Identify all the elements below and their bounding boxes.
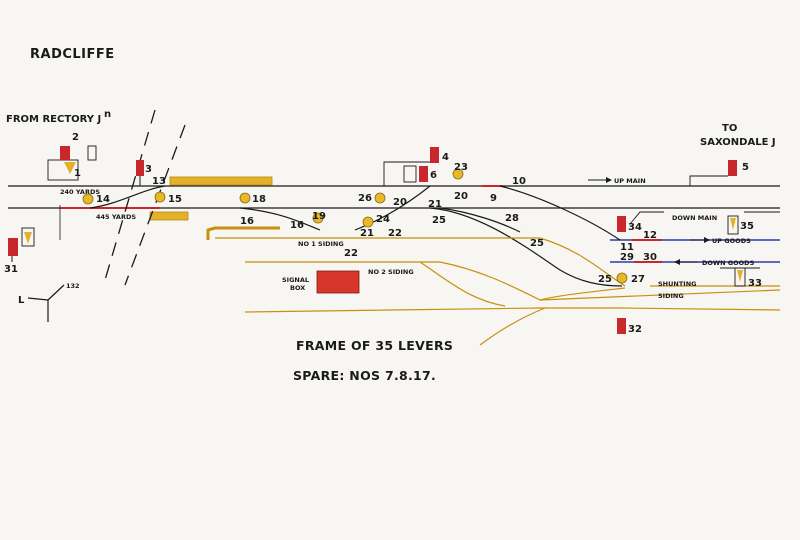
lever-15-label: 15 xyxy=(168,194,182,205)
lever-22b-label: 22 xyxy=(344,248,358,259)
lever-16-label: 16 xyxy=(240,216,254,227)
signal-32 xyxy=(617,318,626,334)
saxondale-label: SAXONDALE J xyxy=(700,137,776,148)
signal-box xyxy=(316,270,360,294)
disc-26 xyxy=(374,192,386,204)
lever-2-label: 2 xyxy=(72,132,79,143)
lever-3-label: 3 xyxy=(145,164,152,175)
crossover-21 xyxy=(354,185,431,231)
signal-35 xyxy=(727,211,780,235)
signal-34 xyxy=(617,211,664,232)
siding-spur-lower xyxy=(479,307,546,346)
lever-32-label: 32 xyxy=(628,324,642,335)
siding-join xyxy=(539,287,626,301)
lever-13-label: 13 xyxy=(152,176,166,187)
siding-spur-mid xyxy=(419,261,506,307)
lever-35-label: 35 xyxy=(740,221,754,232)
to-label: TO xyxy=(722,123,737,134)
lever-4-label: 4 xyxy=(442,152,449,163)
lever-25b-label: 25 xyxy=(530,238,544,249)
lever-25c-label: 25 xyxy=(598,274,612,285)
disc-15 xyxy=(154,191,166,203)
frame-note: FRAME OF 35 LEVERS xyxy=(296,338,453,353)
lever-34-label: 34 xyxy=(628,222,642,233)
lever-33-label: 33 xyxy=(748,278,762,289)
lever-18-label: 18 xyxy=(252,194,266,205)
down-goods-label: DOWN GOODS xyxy=(702,259,755,267)
lever-19-label: 19 xyxy=(312,211,326,222)
disc-23 xyxy=(452,168,464,180)
from-rectory-label: FROM RECTORY J xyxy=(6,114,101,125)
lever-20b-label: 20 xyxy=(454,191,468,202)
connection-16 xyxy=(239,207,321,231)
up-main-label: UP MAIN xyxy=(614,177,646,185)
shunting-label: SHUNTING xyxy=(658,280,696,288)
compass xyxy=(27,284,65,322)
lever-5-label: 5 xyxy=(742,162,749,173)
lever-20-label: 20 xyxy=(393,197,407,208)
connection-25 xyxy=(439,207,521,233)
lever-30-label: 30 xyxy=(643,252,657,263)
signal-box-label-1: SIGNAL xyxy=(282,276,309,284)
platform-down xyxy=(149,211,189,221)
signal-1: 1 xyxy=(47,145,97,181)
no1-siding-label: NO 1 SIDING xyxy=(298,240,344,248)
disc-19 xyxy=(312,212,324,224)
lever-25-label: 25 xyxy=(432,215,446,226)
lever-29-label: 29 xyxy=(620,252,634,263)
lever-27-label: 27 xyxy=(631,274,645,285)
signal-5 xyxy=(689,160,737,186)
disc-24 xyxy=(362,216,374,228)
no2-siding-label: NO 2 SIDING xyxy=(368,268,414,276)
shunting-siding xyxy=(244,307,781,313)
down-main-label: DOWN MAIN xyxy=(672,214,717,222)
siding-headshunt xyxy=(539,289,781,301)
lever-21b-label: 21 xyxy=(360,228,374,239)
disc-18 xyxy=(239,192,251,204)
signal-4-6 xyxy=(383,147,439,186)
compass-label-132: 132 xyxy=(66,282,80,290)
spare-note: SPARE: NOS 7.8.17. xyxy=(293,368,436,383)
from-superscript: n xyxy=(104,109,111,120)
lever-9-label: 9 xyxy=(490,193,497,204)
lever-21-label: 21 xyxy=(428,199,442,210)
distance-445: 445 YARDS xyxy=(96,213,136,221)
signal-31 xyxy=(8,227,35,262)
lever-16b-label: 16 xyxy=(290,220,304,231)
distance-240: 240 YARDS xyxy=(60,188,100,196)
lever-6-label: 6 xyxy=(430,170,437,181)
station-title: RADCLIFFE xyxy=(30,47,115,62)
siding-label: SIDING xyxy=(658,292,684,300)
crossover-13 xyxy=(89,185,166,209)
disc-27 xyxy=(616,272,628,284)
lever-22-label: 22 xyxy=(388,228,402,239)
signal-33 xyxy=(720,267,760,287)
platform-up xyxy=(169,176,273,186)
lever-26-label: 26 xyxy=(358,193,372,204)
lever-10-label: 10 xyxy=(512,176,526,187)
up-goods-label: UP GOODS xyxy=(712,237,751,245)
svg-text:1: 1 xyxy=(74,168,81,179)
lever-11-label: 11 xyxy=(620,242,634,253)
lever-24-label: 24 xyxy=(376,214,390,225)
overbridge-right xyxy=(124,124,186,286)
lever-14-label: 14 xyxy=(96,194,110,205)
no2-siding xyxy=(245,261,541,301)
lever-28-label: 28 xyxy=(505,213,519,224)
overbridge-left xyxy=(104,109,156,281)
dock-buffer xyxy=(206,226,280,240)
lever-31-label: 31 xyxy=(4,264,18,275)
crossover-11 xyxy=(499,185,621,241)
disc-14 xyxy=(82,193,94,205)
lever-12-label: 12 xyxy=(643,230,657,241)
lever-23-label: 23 xyxy=(454,162,468,173)
compass-label-l: L xyxy=(18,295,25,306)
connection-28 xyxy=(429,207,623,287)
signal-3 xyxy=(136,160,144,186)
signal-box-label-2: BOX xyxy=(290,284,305,292)
no1-siding xyxy=(215,237,626,287)
